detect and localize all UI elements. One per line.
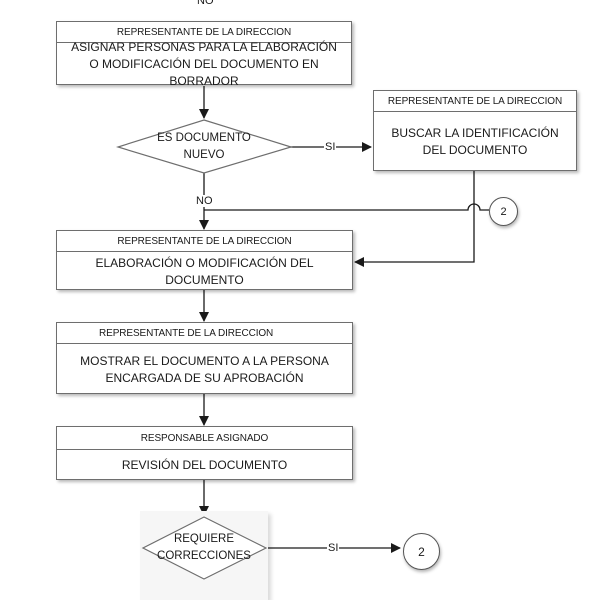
connector-circle-2: 2 — [489, 197, 518, 226]
box-header: REPRESENTANTE DE LA DIRECCION — [57, 22, 351, 43]
process-box-assign: REPRESENTANTE DE LA DIRECCION ASIGNAR PE… — [56, 21, 352, 88]
decision-new-doc-text: ES DOCUMENTO NUEVO — [157, 132, 251, 161]
process-box-show-document: REPRESENTANTE DE LA DIRECCION MOSTRAR EL… — [56, 322, 353, 394]
box-body: REVISIÓN DEL DOCUMENTO — [121, 458, 288, 472]
line-merge-connector1 — [204, 203, 489, 211]
process-box-search-id: REPRESENTANTE DE LA DIRECCION BUSCAR LA … — [373, 90, 577, 171]
arrow-side-to-box2 — [354, 171, 475, 267]
box-body: MOSTRAR EL DOCUMENTO A LA PERSONA ENCARG… — [80, 353, 329, 385]
decision1-no-label: NO — [195, 195, 214, 207]
top-no-label: NO — [196, 0, 215, 7]
process-box-elaboration: REPRESENTANTE DE LA DIRECCION ELABORACIÓ… — [56, 230, 353, 290]
box-body: ASIGNAR PERSONAS PARA LA ELABORACIÓN O M… — [71, 40, 337, 88]
box-body: ELABORACIÓN O MODIFICACIÓN DEL DOCUMENTO — [95, 255, 314, 287]
box-body: BUSCAR LA IDENTIFICACIÓN DEL DOCUMENTO — [391, 126, 559, 157]
box-header: RESPONSABLE ASIGNADO — [57, 427, 352, 450]
box-header: REPRESENTANTE DE LA DIRECCION — [57, 323, 352, 344]
decision-corrections-text: REQUIERE CORRECCIONES — [157, 533, 251, 562]
process-box-review: RESPONSABLE ASIGNADO REVISIÓN DEL DOCUME… — [56, 426, 353, 480]
connector-circle-2: 2 — [403, 533, 440, 570]
decision1-yes-label: SI — [324, 141, 337, 153]
decision2-yes-label: SI — [327, 542, 340, 554]
box-header: REPRESENTANTE DE LA DIRECCION — [374, 91, 576, 112]
box-header: REPRESENTANTE DE LA DIRECCION — [57, 231, 352, 252]
